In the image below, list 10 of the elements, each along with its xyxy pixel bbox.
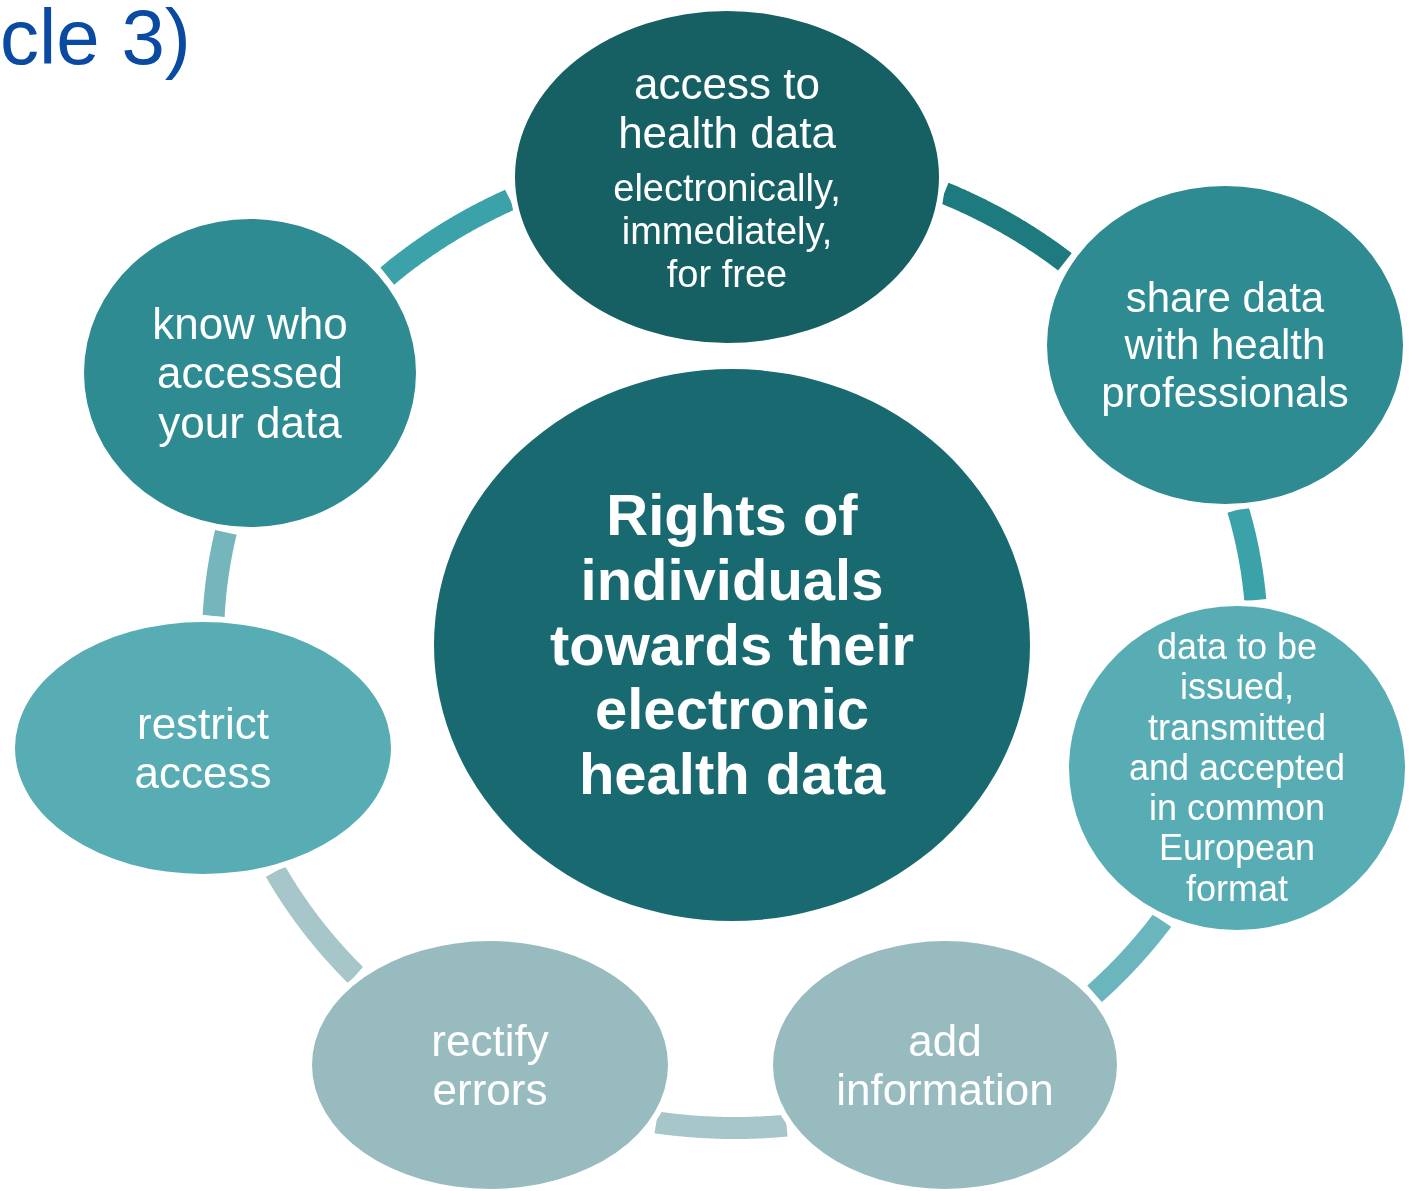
node-label: data to be issued, transmitted and accepted in common European format bbox=[1127, 626, 1347, 910]
node-label: share data with health professionals bbox=[1100, 274, 1350, 416]
node-label: restrict access bbox=[133, 698, 273, 798]
heading-fragment: cle 3) bbox=[0, 0, 191, 83]
node-label: access to health data bbox=[617, 58, 837, 158]
node-label: know who accessed your data bbox=[151, 299, 349, 447]
node-label: add information bbox=[835, 1015, 1055, 1115]
node-label: rectify errors bbox=[430, 1015, 550, 1115]
node-label: Rights of individuals towards their electronic health data bbox=[548, 482, 916, 808]
node-subtext: electronically, immediately, for free bbox=[612, 167, 842, 296]
